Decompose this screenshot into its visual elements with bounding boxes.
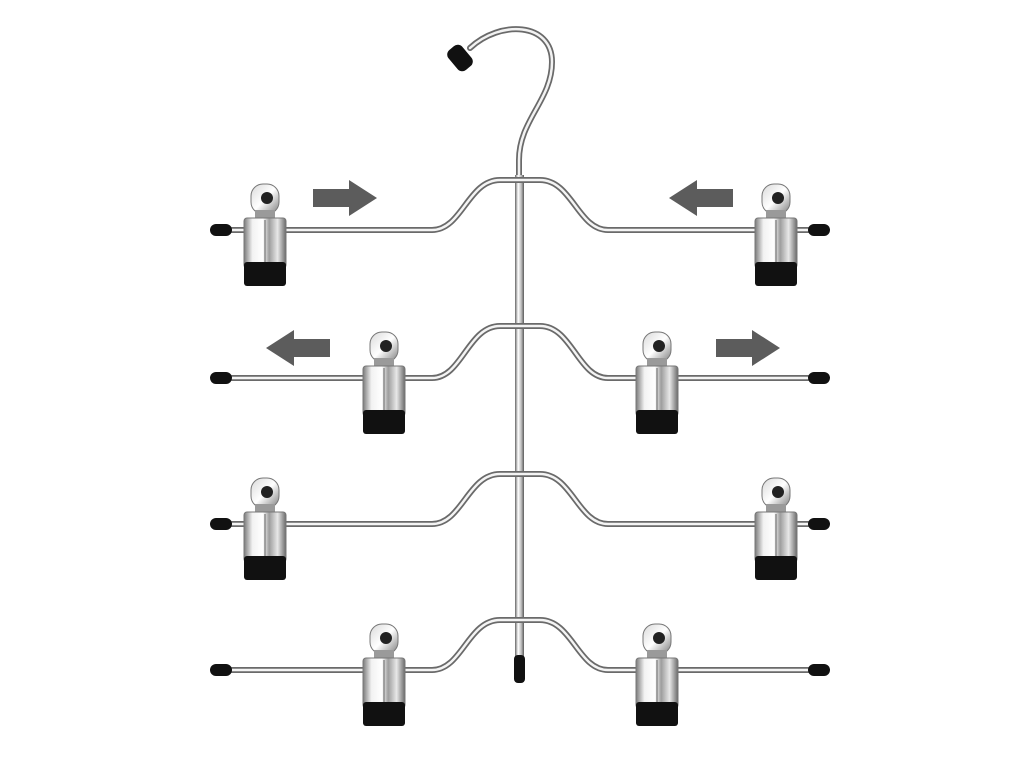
clip-icon[interactable] (362, 623, 406, 726)
tier-3 (210, 471, 830, 580)
clip-icon[interactable] (635, 331, 679, 434)
end-cap-icon (210, 372, 232, 384)
hook (447, 26, 556, 181)
rod-end-cap-icon (514, 655, 525, 683)
clip-icon[interactable] (754, 183, 798, 286)
right-arrow-icon (313, 180, 377, 216)
left-arrow-icon (669, 180, 733, 216)
end-cap-icon (210, 664, 232, 676)
clip-icon[interactable] (243, 477, 287, 580)
right-arrow-icon (716, 330, 780, 366)
left-arrow-icon (266, 330, 330, 366)
tier-1 (210, 177, 830, 286)
end-cap-icon (210, 518, 232, 530)
end-cap-icon (210, 224, 232, 236)
end-cap-icon (808, 664, 830, 676)
end-cap-icon (808, 224, 830, 236)
hook-tip-icon (447, 44, 473, 72)
clip-icon[interactable] (635, 623, 679, 726)
clip-icon[interactable] (243, 183, 287, 286)
end-cap-icon (808, 518, 830, 530)
center-rod (514, 175, 525, 683)
end-cap-icon (808, 372, 830, 384)
tier-4 (210, 617, 830, 726)
clip-icon[interactable] (362, 331, 406, 434)
tier-2 (210, 323, 830, 434)
clip-icon[interactable] (754, 477, 798, 580)
